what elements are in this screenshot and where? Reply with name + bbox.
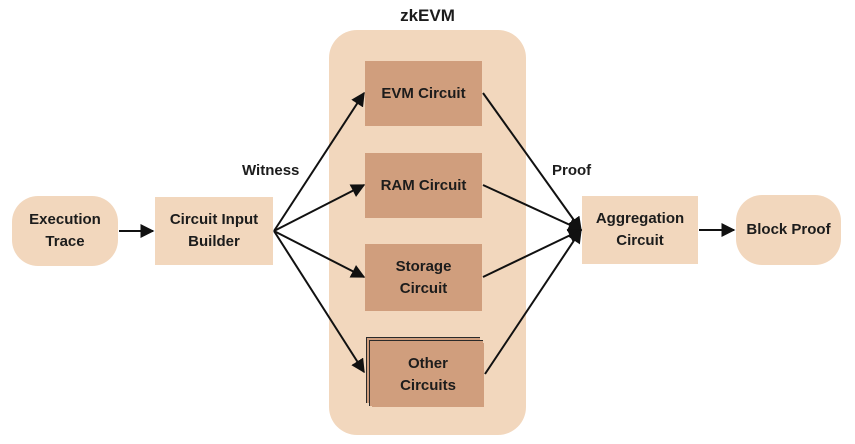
ram-circuit-label: RAM Circuit [380,176,467,194]
storage-circuit-label-line1: Storage [395,257,452,275]
ram-circuit-node: RAM Circuit [365,153,482,218]
block-proof-label: Block Proof [746,221,831,238]
aggregation-circuit-node: Aggregation Circuit [582,196,698,264]
other-circuits-label-line2: Circuits [400,377,456,394]
aggregation-circuit-label-line1: Aggregation [595,210,685,227]
evm-circuit-node: EVM Circuit [365,61,482,126]
circuit-input-builder-label-line1: Circuit Input [169,211,259,228]
circuit-input-builder-label-line2: Builder [188,233,240,250]
witness-edge-label: Witness [242,162,300,179]
aggregation-circuit-label-line2: Circuit [616,232,664,249]
execution-trace-node: Execution Trace [12,196,118,266]
evm-circuit-label: EVM Circuit [381,84,466,102]
proof-edge-label: Proof [552,162,592,179]
zkevm-title: zkEVM [400,6,455,25]
storage-circuit-node: Storage Circuit [365,244,482,311]
storage-circuit-label-line2: Circuit [399,279,448,297]
other-circuits-node: Other Circuits [372,343,484,407]
circuit-input-builder-node: Circuit Input Builder [155,197,273,265]
other-circuits-label-line1: Other [407,355,448,372]
block-proof-node: Block Proof [736,195,841,265]
execution-trace-label-line2: Trace [45,233,85,250]
execution-trace-label-line1: Execution [29,211,101,228]
